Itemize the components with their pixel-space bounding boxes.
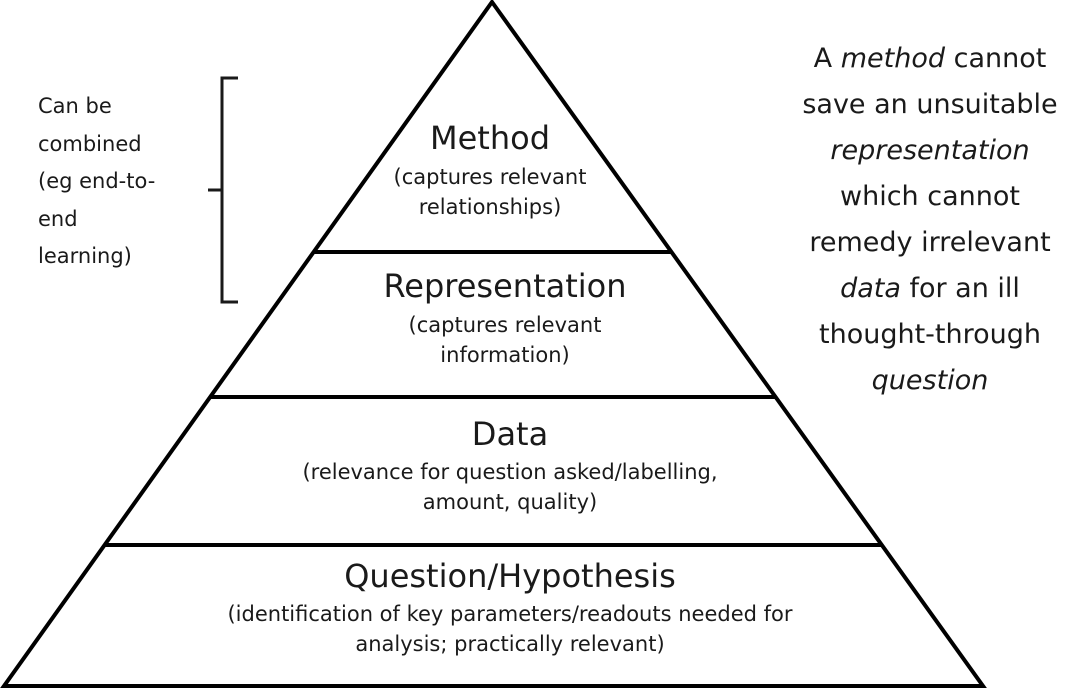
side-note-line: learning) — [38, 244, 132, 268]
caption-line-8: question — [780, 358, 1080, 404]
caption-text: for an ill — [900, 273, 1020, 304]
tier-question-title: Question/Hypothesis — [344, 557, 676, 595]
tier-method-desc-2: relationships) — [418, 195, 562, 219]
tier-data-desc-2: amount, quality) — [422, 490, 598, 514]
caption: A method cannot save an unsuitable repre… — [780, 36, 1080, 404]
tier-question-desc-1: (identification of key parameters/readou… — [227, 602, 793, 626]
caption-emphasis: method — [840, 43, 946, 74]
caption-emphasis: representation — [830, 135, 1030, 166]
tier-question: Question/Hypothesis (identification of k… — [100, 556, 920, 659]
tier-method: Method (captures relevant relationships) — [350, 118, 630, 222]
tier-representation-desc-1: (captures relevant — [408, 313, 602, 337]
side-note-line: combined — [38, 131, 142, 156]
caption-emphasis: question — [871, 365, 989, 396]
caption-emphasis: data — [840, 273, 901, 304]
tier-data-desc-1: (relevance for question asked/labelling, — [302, 460, 718, 484]
tier-method-desc-1: (captures relevant — [393, 165, 587, 189]
caption-line-2: save an unsuitable — [802, 89, 1058, 120]
tier-data: Data (relevance for question asked/label… — [210, 414, 810, 517]
tier-data-title: Data — [471, 415, 549, 453]
tier-representation: Representation (captures relevant inform… — [300, 266, 710, 370]
side-note-line: end — [38, 206, 78, 231]
side-note-line: (eg end-to- — [38, 169, 156, 193]
caption-line-1: A method cannot — [780, 36, 1080, 82]
caption-line-4: which cannot — [840, 181, 1020, 212]
tier-representation-title: Representation — [383, 267, 627, 305]
tier-representation-desc-2: information) — [440, 343, 570, 367]
caption-line-3: representation — [780, 128, 1080, 174]
caption-line-7: thought-through — [819, 319, 1041, 350]
bracket — [208, 76, 238, 304]
tier-method-title: Method — [429, 119, 550, 157]
caption-text: A — [813, 43, 841, 74]
caption-line-6: data for an ill — [780, 266, 1080, 312]
caption-line-5: remedy irrelevant — [809, 227, 1051, 258]
tier-question-desc-2: analysis; practically relevant) — [355, 632, 665, 656]
side-note: Can be combined (eg end-to- end learning… — [38, 88, 208, 276]
pyramid-outline — [0, 0, 987, 688]
side-note-line: Can be — [38, 94, 112, 118]
caption-text: cannot — [945, 43, 1047, 74]
